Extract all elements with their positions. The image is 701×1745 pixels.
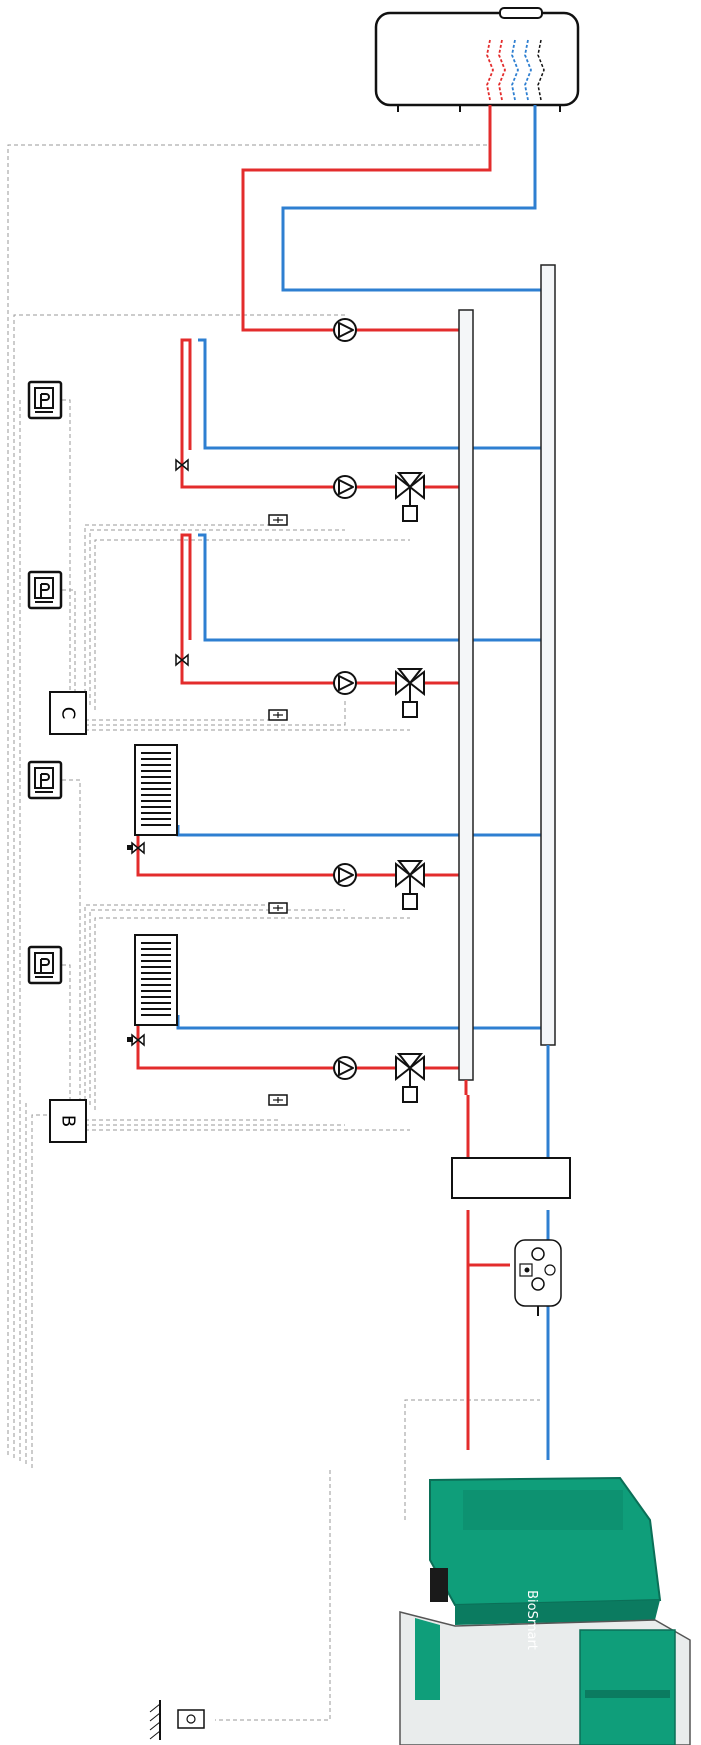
module-c: C	[49, 691, 87, 735]
manifolds	[458, 264, 556, 1095]
temperature-sensor-icon	[268, 514, 288, 526]
three-way-valve-icon	[395, 472, 425, 522]
temperature-sensors	[268, 514, 288, 1106]
radiator-icon	[134, 934, 178, 1026]
mixing-valves	[395, 472, 425, 1103]
temperature-sensor-icon	[268, 1094, 288, 1106]
pump-icon	[333, 475, 357, 499]
module-b: B	[49, 1099, 87, 1143]
storage-tank	[374, 7, 580, 112]
boiler-brand-label: BioSmart	[524, 1590, 539, 1650]
module-b-label: B	[58, 1115, 79, 1127]
temperature-sensor-icon	[268, 709, 288, 721]
pump-icon	[333, 1056, 357, 1080]
supply-manifold	[458, 309, 474, 1081]
hydraulic-separator	[451, 1157, 571, 1199]
boiler: BioSmart	[399, 1476, 691, 1745]
room-thermostat-icon	[27, 760, 63, 800]
supply-pipes	[136, 105, 510, 1450]
room-thermostat-icon	[27, 380, 63, 420]
room-thermostat-icon	[27, 570, 63, 610]
pumps	[333, 318, 357, 1080]
temperature-sensor-icon	[268, 902, 288, 914]
room-thermostats	[27, 380, 63, 985]
outdoor-sensor	[149, 1700, 205, 1740]
return-pipes	[176, 105, 550, 1460]
pump-group	[514, 1239, 562, 1316]
pump-icon	[333, 318, 357, 342]
radiator-icon	[134, 744, 178, 836]
three-way-valve-icon	[395, 1053, 425, 1103]
return-manifold	[540, 264, 556, 1046]
module-c-label: C	[58, 707, 79, 720]
pump-icon	[333, 863, 357, 887]
hand-valves	[127, 459, 189, 1046]
three-way-valve-icon	[395, 860, 425, 910]
room-thermostat-icon	[27, 945, 63, 985]
control-wiring	[7, 120, 540, 1721]
pump-icon	[333, 671, 357, 695]
three-way-valve-icon	[395, 668, 425, 718]
